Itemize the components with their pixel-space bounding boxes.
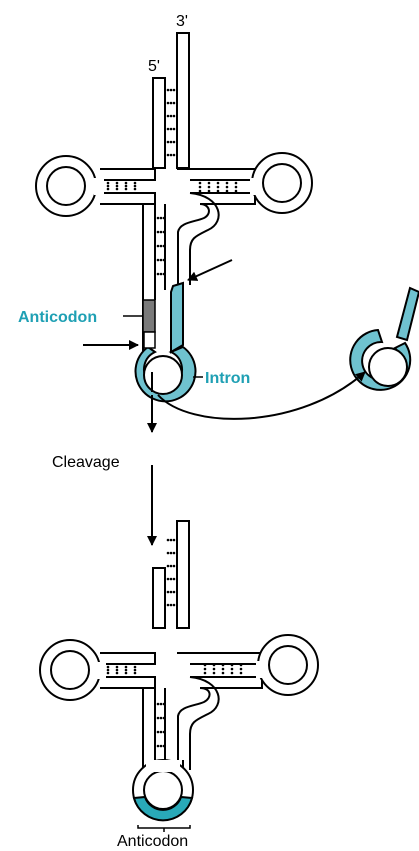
mature-t-arm [177, 635, 318, 695]
acceptor-stem-3prime-strand [177, 33, 189, 168]
mature-d-arm [40, 640, 155, 700]
anticodon-label-top: Anticodon [18, 309, 97, 326]
intron-strand [171, 283, 183, 352]
anticodon-bracket [138, 825, 190, 832]
mature-acceptor-3prime [177, 521, 189, 628]
acceptor-stem-5prime-strand [153, 78, 165, 168]
mature-variable-loop [178, 688, 210, 770]
mature-trna [40, 521, 318, 832]
anticodon-block [143, 300, 155, 332]
mature-acceptor-5prime [153, 568, 165, 628]
excised-intron-strand [397, 288, 419, 340]
cleavage-arrow-right [188, 260, 232, 280]
cleavage-label: Cleavage [52, 454, 120, 471]
five-prime-label: 5' [148, 58, 160, 75]
anticodon-label-bottom: Anticodon [117, 833, 188, 850]
three-prime-label: 3' [176, 13, 188, 30]
pre-trna [36, 33, 312, 401]
mature-anticodon-loop-inner [144, 771, 182, 809]
d-arm [36, 156, 155, 216]
t-arm [177, 153, 312, 213]
acceptor-stem-base-pairs [167, 89, 176, 157]
intron-label: Intron [205, 370, 250, 387]
